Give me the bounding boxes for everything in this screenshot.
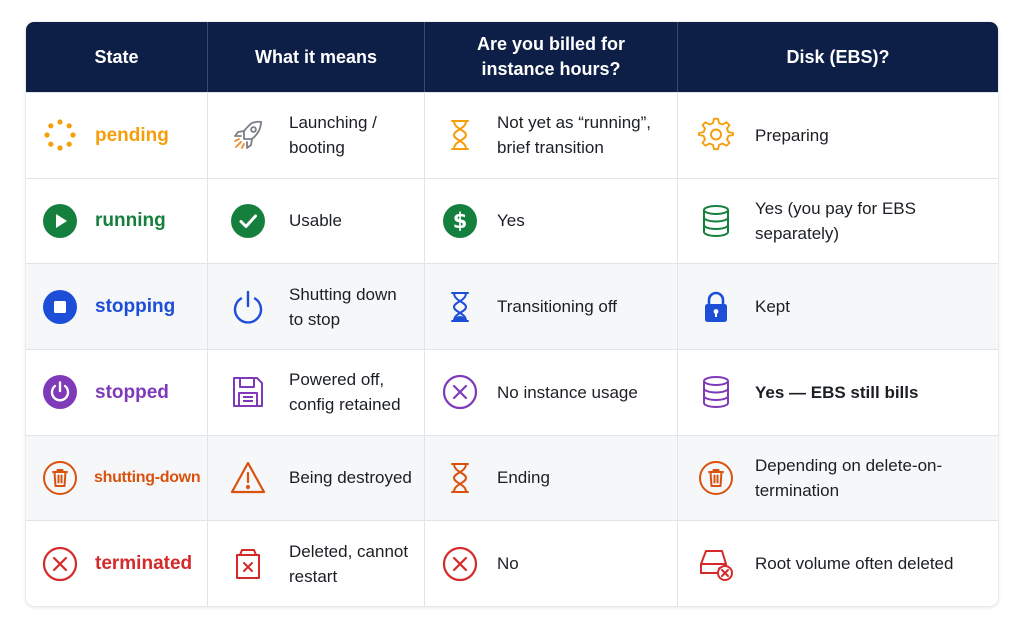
drive-delete-icon — [698, 546, 734, 582]
table-row-running-state: running — [26, 177, 207, 264]
table-grid: State What it means Are you billed for i… — [26, 22, 998, 606]
table-row-pending-state: pending — [26, 92, 207, 178]
header-meaning: What it means — [207, 22, 424, 92]
dollar-circle-icon: $ — [442, 203, 478, 239]
header-state: State — [26, 22, 207, 92]
state-label: pending — [95, 124, 169, 146]
disk-text: Yes (you pay for EBS separately) — [755, 198, 916, 243]
play-circle-icon — [42, 203, 78, 239]
power-icon — [230, 289, 266, 325]
gear-icon — [698, 117, 734, 153]
stop-circle-icon — [42, 289, 78, 325]
billed-text: Not yet as “running”, brief transition — [497, 113, 652, 158]
trash-circle-icon — [42, 460, 78, 496]
billed-text: Transitioning off — [497, 297, 618, 317]
table-row-pending-billed: Not yet as “running”, brief transition — [424, 92, 677, 178]
deleted-box-icon — [230, 546, 266, 582]
state-label: stopping — [95, 296, 176, 318]
state-label: running — [95, 210, 166, 232]
disk-text: Preparing — [755, 125, 829, 145]
table-row-stopping-billed: Transitioning off — [424, 263, 677, 349]
table-row-terminated-billed: No — [424, 520, 677, 606]
meaning-text: Shutting down to stop — [289, 284, 397, 329]
meaning-text: Launching / booting — [289, 110, 399, 160]
disk-text: Kept — [755, 297, 790, 317]
table-row-stopping-disk: Kept — [677, 263, 998, 349]
table-row-terminated-disk: Root volume often deleted — [677, 520, 998, 606]
meaning-text: Deleted, cannot restart — [289, 541, 409, 586]
table-row-pending-meaning: Launching / booting — [207, 92, 424, 178]
database-icon — [698, 374, 734, 410]
table-row-shutting-down-disk: Depending on delete-on-termination — [677, 434, 998, 521]
x-circle-icon — [442, 546, 478, 582]
ec2-lifecycle-table: State What it means Are you billed for i… — [26, 22, 998, 606]
header-billed-label: Are you billed for instance hours? — [476, 34, 626, 79]
warning-triangle-icon — [230, 460, 266, 496]
table-row-terminated-state: terminated — [26, 520, 207, 606]
state-label: stopped — [95, 381, 169, 403]
table-row-stopping-state: stopping — [26, 263, 207, 349]
table-row-stopped-meaning: Powered off, config retained — [207, 348, 424, 435]
billed-text: No instance usage — [497, 382, 638, 402]
billed-text: Yes — [497, 211, 525, 231]
x-circle-icon — [442, 374, 478, 410]
power-circle-icon — [42, 374, 78, 410]
hourglass-icon — [442, 460, 478, 496]
meaning-text: Usable — [289, 211, 342, 231]
meaning-value: Launching / booting — [289, 113, 377, 158]
rocket-icon — [230, 117, 266, 153]
table-row-terminated-meaning: Deleted, cannot restart — [207, 520, 424, 606]
dotted-circle-icon — [42, 117, 78, 153]
table-row-stopped-billed: No instance usage — [424, 348, 677, 435]
disk-text: Root volume often deleted — [755, 554, 954, 574]
x-circle-icon — [42, 546, 78, 582]
floppy-disk-icon — [230, 374, 266, 410]
database-icon — [698, 203, 734, 239]
header-billed: Are you billed for instance hours? — [424, 22, 677, 92]
billed-text: Ending — [497, 468, 550, 488]
header-disk: Disk (EBS)? — [677, 22, 998, 92]
meaning-text: Powered off, config retained — [289, 370, 401, 415]
trash-circle-icon — [698, 460, 734, 496]
table-row-shutting-down-state: shutting-down — [26, 434, 207, 521]
billed-text: No — [497, 554, 519, 574]
meaning-text: Being destroyed — [289, 468, 412, 488]
table-row-pending-disk: Preparing — [677, 92, 998, 178]
disk-text: Yes — EBS still bills — [755, 382, 919, 402]
table-row-stopped-state: stopped — [26, 348, 207, 435]
table-row-shutting-down-meaning: Being destroyed — [207, 434, 424, 521]
table-row-stopped-disk: Yes — EBS still bills — [677, 348, 998, 435]
hourglass-icon — [442, 289, 478, 325]
table-row-shutting-down-billed: Ending — [424, 434, 677, 521]
table-row-running-disk: Yes (you pay for EBS separately) — [677, 177, 998, 264]
state-label: terminated — [95, 553, 193, 575]
hourglass-icon — [442, 117, 478, 153]
svg-text:$: $ — [453, 209, 468, 233]
check-circle-icon — [230, 203, 266, 239]
table-row-stopping-meaning: Shutting down to stop — [207, 263, 424, 349]
state-label: shutting-down — [94, 469, 201, 487]
table-row-running-meaning: Usable — [207, 177, 424, 264]
table-row-running-billed: $ Yes — [424, 177, 677, 264]
disk-text: Depending on delete-on-termination — [755, 455, 943, 500]
lock-icon — [698, 289, 734, 325]
